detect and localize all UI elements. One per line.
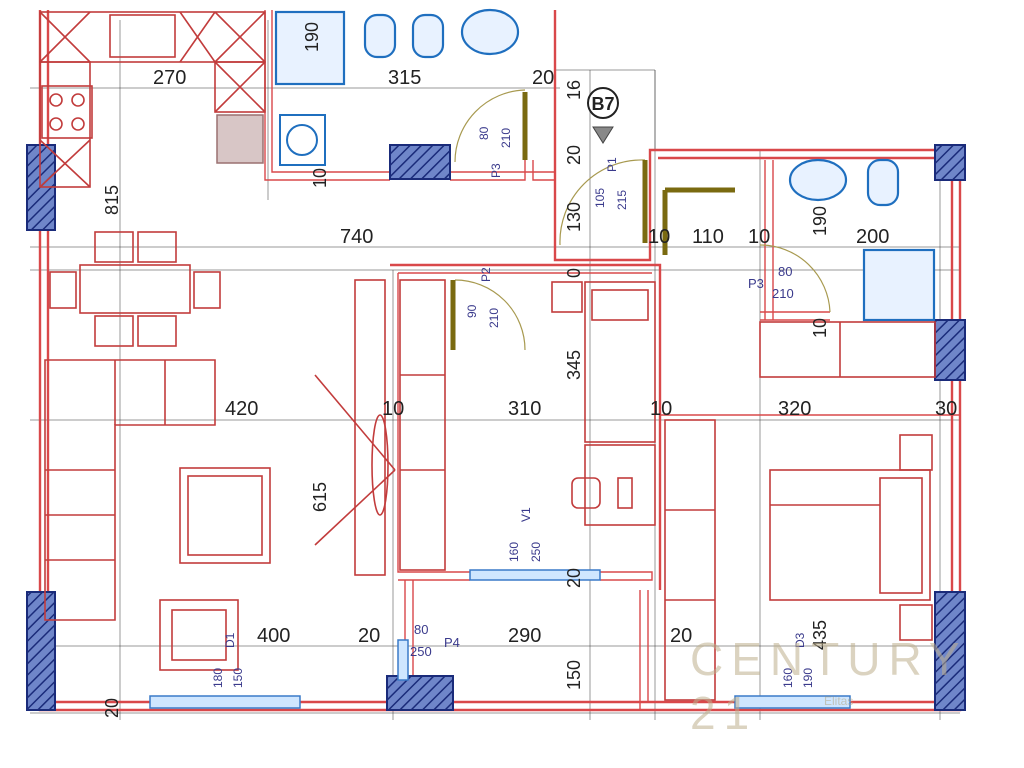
door-labels: 80 210 P3 105 215 P1 90 210 P2 80 210 P3… [211,126,815,688]
dim-740: 740 [340,226,373,248]
window-v1-height: 250 [529,542,543,562]
unit-tag: B7 [587,87,619,144]
dim-10f: 10 [810,318,830,338]
dim-10c: 10 [382,398,404,420]
dim-320: 320 [778,398,811,420]
dimension-labels: 270 315 20 740 10 110 10 200 420 10 310 … [102,22,957,718]
wardrobe-1 [399,279,446,571]
dim-20b: 20 [564,145,584,165]
dimension-grid [30,20,960,720]
dim-16: 16 [564,80,584,100]
dim-190b: 190 [810,206,830,236]
door-p3a-width: 80 [477,126,491,140]
tv-unit [314,279,396,576]
dim-20a: 20 [532,67,554,89]
dim-615: 615 [310,482,330,512]
dim-10b: 10 [748,226,770,248]
dim-20d: 20 [564,568,584,588]
door-p4-id: P4 [444,635,460,650]
door-p4-width: 80 [414,622,428,637]
door-p3a-height: 210 [499,128,513,148]
dim-20c: 20 [358,625,380,647]
dim-10a: 10 [648,226,670,248]
dim-400: 400 [257,625,290,647]
bathroom-2-fixtures [788,158,936,322]
dining-table [49,231,221,347]
armchair [159,599,239,671]
dim-345: 345 [564,350,584,380]
desk [571,444,656,526]
dim-200: 200 [856,226,889,248]
dim-150: 150 [564,660,584,690]
dim-290: 290 [508,625,541,647]
door-p1-id: P1 [605,157,619,172]
dim-190a: 190 [302,22,322,52]
dim-10d: 10 [650,398,672,420]
dim-270: 270 [153,67,186,89]
door-p1-width: 105 [593,188,607,208]
coffee-table [179,467,271,564]
dim-815: 815 [102,185,122,215]
sofa [44,359,216,621]
bathroom-1-fixtures [274,8,520,166]
dim-315: 315 [388,67,421,89]
dim-420: 420 [225,398,258,420]
door-p2-id: P2 [479,267,493,282]
door-p2-width: 90 [465,304,479,318]
double-bed [769,434,933,641]
windows [149,569,851,709]
bathroom-2-vanity [759,321,936,378]
door-p1-height: 215 [615,190,629,210]
dim-20f: 20 [102,698,122,718]
dim-10e: 10 [310,168,330,188]
door-p4-height: 250 [410,644,432,659]
single-bed [551,281,656,443]
dim-310: 310 [508,398,541,420]
dim-435: 435 [810,620,830,650]
door-p2-height: 210 [487,308,501,328]
wardrobe-2 [664,419,716,701]
window-v1-width: 160 [507,542,521,562]
dim-30: 30 [935,398,957,420]
brand-watermark-sub: Elitas [824,694,854,708]
window-v1-id: V1 [519,507,533,522]
columns [26,144,966,711]
dim-110: 110 [692,226,724,248]
window-d3-width: 160 [781,668,795,688]
dim-20e: 20 [670,625,692,647]
window-d3-id: D3 [793,632,807,648]
window-d1-id: D1 [223,632,237,648]
dim-0a: 0 [564,268,584,278]
door-p3b-id: P3 [748,276,764,291]
window-d3-height: 190 [801,668,815,688]
window-d1-height: 150 [231,668,245,688]
door-swings [450,89,831,351]
brand-watermark: CENTURY 21 [690,633,967,739]
dim-130: 130 [564,202,584,232]
unit-tag-label: B7 [591,94,614,114]
kitchen-units [39,11,266,188]
door-p3a-id: P3 [489,163,503,178]
window-d1-width: 180 [211,668,225,688]
door-p3b-height: 210 [772,286,794,301]
door-p3b-width: 80 [778,264,792,279]
